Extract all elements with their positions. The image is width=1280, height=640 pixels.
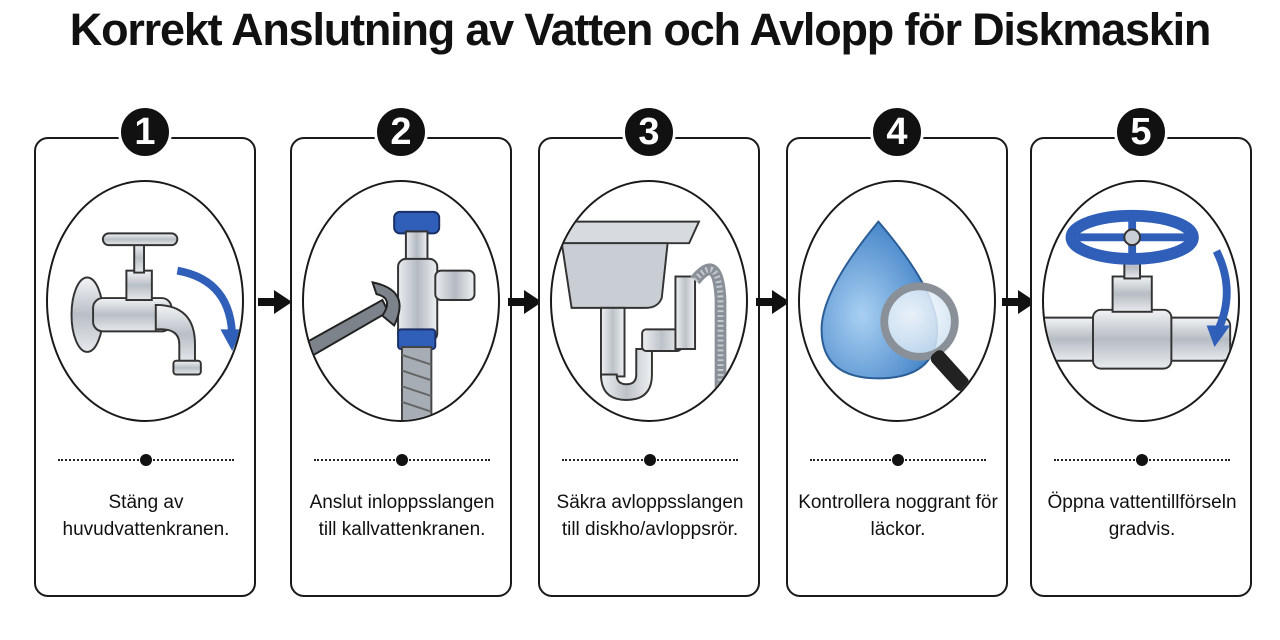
step-divider [1054, 454, 1230, 466]
step-number-badge: 3 [622, 105, 676, 159]
valve-wheel-open-icon [1042, 180, 1240, 422]
water-tap-turn-off-icon [46, 180, 244, 422]
water-drop-magnifier-icon [798, 180, 996, 422]
step-number-badge: 1 [118, 105, 172, 159]
arrow-right-icon [508, 290, 542, 314]
step-caption: Öppna vattentillförseln gradvis. [1047, 492, 1237, 540]
step-caption: Kontrollera noggrant för läckor. [798, 492, 998, 540]
step-divider [314, 454, 490, 466]
wrench-inlet-hose-icon [302, 180, 500, 422]
step-card-4: Kontrollera noggrant för läckor. [786, 137, 1008, 597]
step-number-badge: 5 [1114, 105, 1168, 159]
step-card-2: Anslut inloppsslangen till kallvattenkra… [290, 137, 512, 597]
page-title: Korrekt Anslutning av Vatten och Avlopp … [69, 4, 1212, 55]
step-caption: Säkra avloppsslangen till diskho/avlopps… [556, 492, 744, 540]
step-number-badge: 4 [870, 105, 924, 159]
step-number-badge: 2 [374, 105, 428, 159]
step-caption: Stäng av huvudvattenkranen. [62, 492, 230, 540]
step-card-3: Säkra avloppsslangen till diskho/avlopps… [538, 137, 760, 597]
step-divider [58, 454, 234, 466]
step-card-5: Öppna vattentillförseln gradvis. [1030, 137, 1252, 597]
arrow-right-icon [258, 290, 292, 314]
sink-drain-hose-icon [550, 180, 748, 422]
step-card-1: Stäng av huvudvattenkranen. [34, 137, 256, 597]
arrow-right-icon [1002, 290, 1036, 314]
arrow-right-icon [756, 290, 790, 314]
step-caption: Anslut inloppsslangen till kallvattenkra… [309, 492, 495, 540]
step-divider [810, 454, 986, 466]
step-divider [562, 454, 738, 466]
